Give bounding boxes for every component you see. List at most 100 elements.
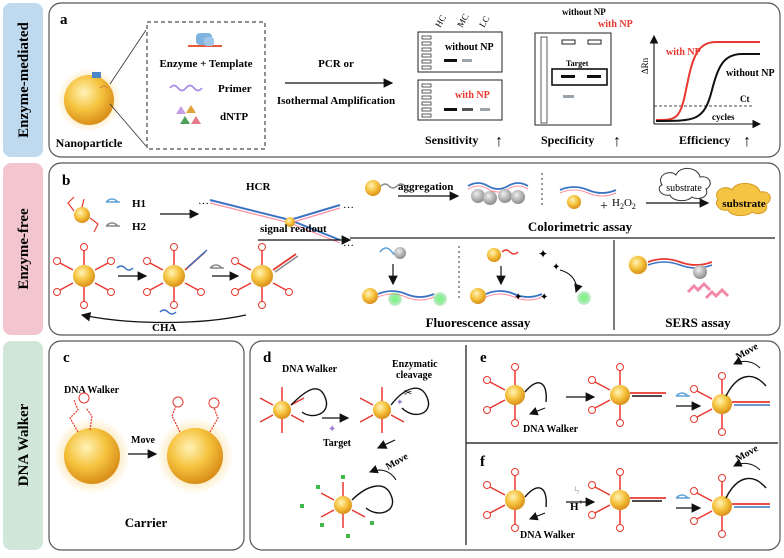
- cha-np-2: [143, 243, 208, 309]
- panel-def: d DNA Walker ✦ Target ✦ ✂ Enzymatic clea…: [249, 340, 781, 551]
- panel-c-move: Move: [131, 435, 155, 446]
- panel-a-label: a: [60, 12, 68, 28]
- cha-np-3: [231, 243, 299, 309]
- sensitivity-label: Sensitivity: [425, 133, 478, 147]
- panel-c-carrier: Carrier: [125, 515, 168, 530]
- panel-f-walker-2: [588, 468, 666, 532]
- hcr-dots-right: …: [343, 199, 354, 211]
- efficiency-label: Efficiency: [679, 133, 730, 147]
- hcr-label: HCR: [246, 181, 272, 193]
- panel-d-move: Move: [384, 451, 411, 473]
- fluorescence-label: Fluorescence assay: [426, 315, 531, 330]
- efficiency-up-arrow: ↑: [743, 133, 751, 150]
- panel-d-walker-1: [259, 387, 328, 433]
- dntp-icon: [176, 105, 201, 124]
- primer-label: Primer: [218, 83, 252, 95]
- quencher-icon-1: ✦: [514, 292, 522, 303]
- panel-e-walker-1: [483, 363, 547, 427]
- dntp-label: dNTP: [220, 111, 248, 123]
- spec-target: Target: [566, 59, 589, 68]
- primer-icon: [169, 84, 203, 92]
- substrate-product-label: substrate: [722, 198, 766, 210]
- cha-label: CHA: [152, 322, 177, 334]
- aggregation-label: aggregation: [398, 181, 453, 193]
- panel-e-label: e: [480, 350, 487, 366]
- hcr-dots-left: …: [198, 195, 209, 207]
- section-label-enzyme-free: Enzyme-free: [16, 208, 32, 290]
- carrier-np-1: [54, 392, 130, 494]
- panel-f-walker-1: [483, 468, 547, 532]
- section-tab-enzyme-mediated: Enzyme-mediated: [3, 3, 43, 157]
- curve-without-np: without NP: [726, 68, 775, 79]
- section-tab-enzyme-free: Enzyme-free: [3, 163, 43, 335]
- panel-e-dna-walker: DNA Walker: [523, 424, 579, 435]
- gel-without-np: without NP: [445, 42, 494, 53]
- panel-b: b H1 H2 HCR … … …: [48, 162, 781, 336]
- target-star-icon: ✦: [328, 424, 336, 435]
- cha-np-1: [53, 243, 115, 309]
- section-tab-dna-walker: DNA Walker: [3, 341, 43, 550]
- gel-header-mc: MC: [455, 12, 471, 29]
- pcr-label: PCR or: [318, 58, 354, 70]
- section-label-dna-walker: DNA Walker: [16, 403, 32, 486]
- colorimetric-label: Colorimetric assay: [528, 219, 633, 234]
- signal-readout-label: signal readout: [260, 223, 327, 235]
- panel-d-dna-walker: DNA Walker: [282, 364, 338, 375]
- gel-header-hc: HC: [433, 13, 448, 29]
- lightning-icon: ϟ: [574, 483, 579, 497]
- substrate-cloud-label: substrate: [666, 183, 702, 194]
- panel-e-walker-2: [588, 363, 666, 427]
- panel-b-label: b: [62, 173, 70, 189]
- hcr-scheme: H1 H2 HCR … … …: [67, 181, 354, 249]
- panel-d-enzymatic: Enzymatic: [392, 359, 438, 370]
- colorimetric-assay: aggregation + H2O2 substrate substrate C…: [365, 168, 771, 234]
- panel-f-h-plus: H+: [570, 498, 584, 513]
- panel-f-dna-walker: DNA Walker: [520, 530, 576, 541]
- fluorescence-assay: ✦ ✦ ✦ ✦ Fluorescence assay: [362, 246, 591, 330]
- nanoparticle-label: Nanoparticle: [56, 136, 123, 150]
- enzyme-template-icon: [188, 33, 222, 47]
- panel-f-move: Move: [734, 443, 761, 465]
- sparkle-small-icon: ✦: [552, 262, 560, 273]
- panel-d-walker-3: [300, 475, 394, 538]
- sers-assay: SERS assay: [627, 254, 731, 330]
- curve-y-label: ΔRn: [640, 57, 650, 74]
- panel-f-label: f: [480, 454, 486, 470]
- hcr-dots-bottom: …: [343, 237, 354, 249]
- spec-with-np: with NP: [598, 19, 633, 30]
- gel-with-np: with NP: [455, 90, 490, 101]
- cleavage-star-icon: ✦: [396, 397, 404, 407]
- gel-header-lc: LC: [477, 14, 491, 29]
- sparkle-icon: ✦: [538, 247, 548, 261]
- curve-x-label: cycles: [712, 112, 735, 122]
- isothermal-label: Isothermal Amplification: [277, 95, 395, 107]
- panel-d-walker-2: ✦ ✂: [359, 387, 430, 433]
- panel-d-label: d: [263, 350, 272, 366]
- h1-label: H1: [132, 198, 146, 210]
- panel-c-dna-walker: DNA Walker: [64, 385, 120, 396]
- specificity-label: Specificity: [541, 133, 594, 147]
- enzyme-template-label: Enzyme + Template: [159, 58, 252, 70]
- panel-c: c DNA Walker Move Carrier: [48, 340, 245, 551]
- h2-label: H2: [132, 221, 147, 233]
- carrier-np-2: [157, 396, 233, 494]
- panel-d-target: Target: [323, 438, 352, 449]
- sers-label: SERS assay: [665, 315, 731, 330]
- sensitivity-up-arrow: ↑: [495, 133, 503, 150]
- spec-without-np: without NP: [562, 7, 606, 17]
- h2o2-label: H2O2: [612, 197, 636, 211]
- panel-e-walker-3: [690, 372, 770, 436]
- efficiency-curves: ΔRn cycles Ct with NP without NP Efficie…: [640, 34, 775, 150]
- quencher-icon-2: ✦: [540, 292, 548, 303]
- sensitivity-gels: HC MC LC without NP with NP Sensitivity …: [417, 12, 503, 150]
- section-label-enzyme-mediated: Enzyme-mediated: [16, 21, 32, 137]
- panel-e-move: Move: [734, 341, 761, 363]
- panel-f-walker-3: [690, 474, 770, 538]
- panel-d-cleavage: cleavage: [396, 370, 433, 381]
- cha-scheme: CHA: [53, 243, 299, 334]
- curve-ct-label: Ct: [740, 94, 750, 104]
- nanoparticle-a: [57, 68, 121, 132]
- specificity-up-arrow: ↑: [613, 133, 621, 150]
- scissors-icon: ✂: [404, 388, 412, 399]
